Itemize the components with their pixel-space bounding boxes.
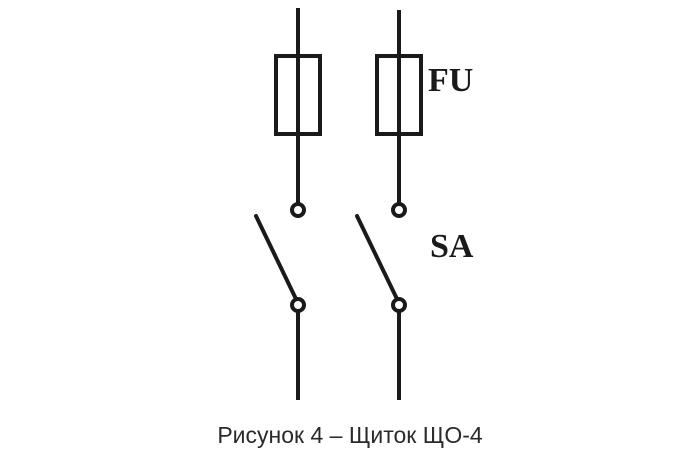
left-branch xyxy=(254,8,322,400)
left-switch-lever xyxy=(254,214,298,301)
figure-caption: Рисунок 4 – Щиток ЩО-4 xyxy=(217,422,483,448)
fuse-label: FU xyxy=(428,62,473,99)
left-upper-terminal xyxy=(290,202,306,218)
right-switch-lever xyxy=(355,214,399,301)
right-upper-terminal xyxy=(391,202,407,218)
switch-label: SA xyxy=(430,228,474,265)
right-lower-terminal xyxy=(391,297,407,313)
right-branch xyxy=(355,10,423,400)
left-lower-terminal xyxy=(290,297,306,313)
